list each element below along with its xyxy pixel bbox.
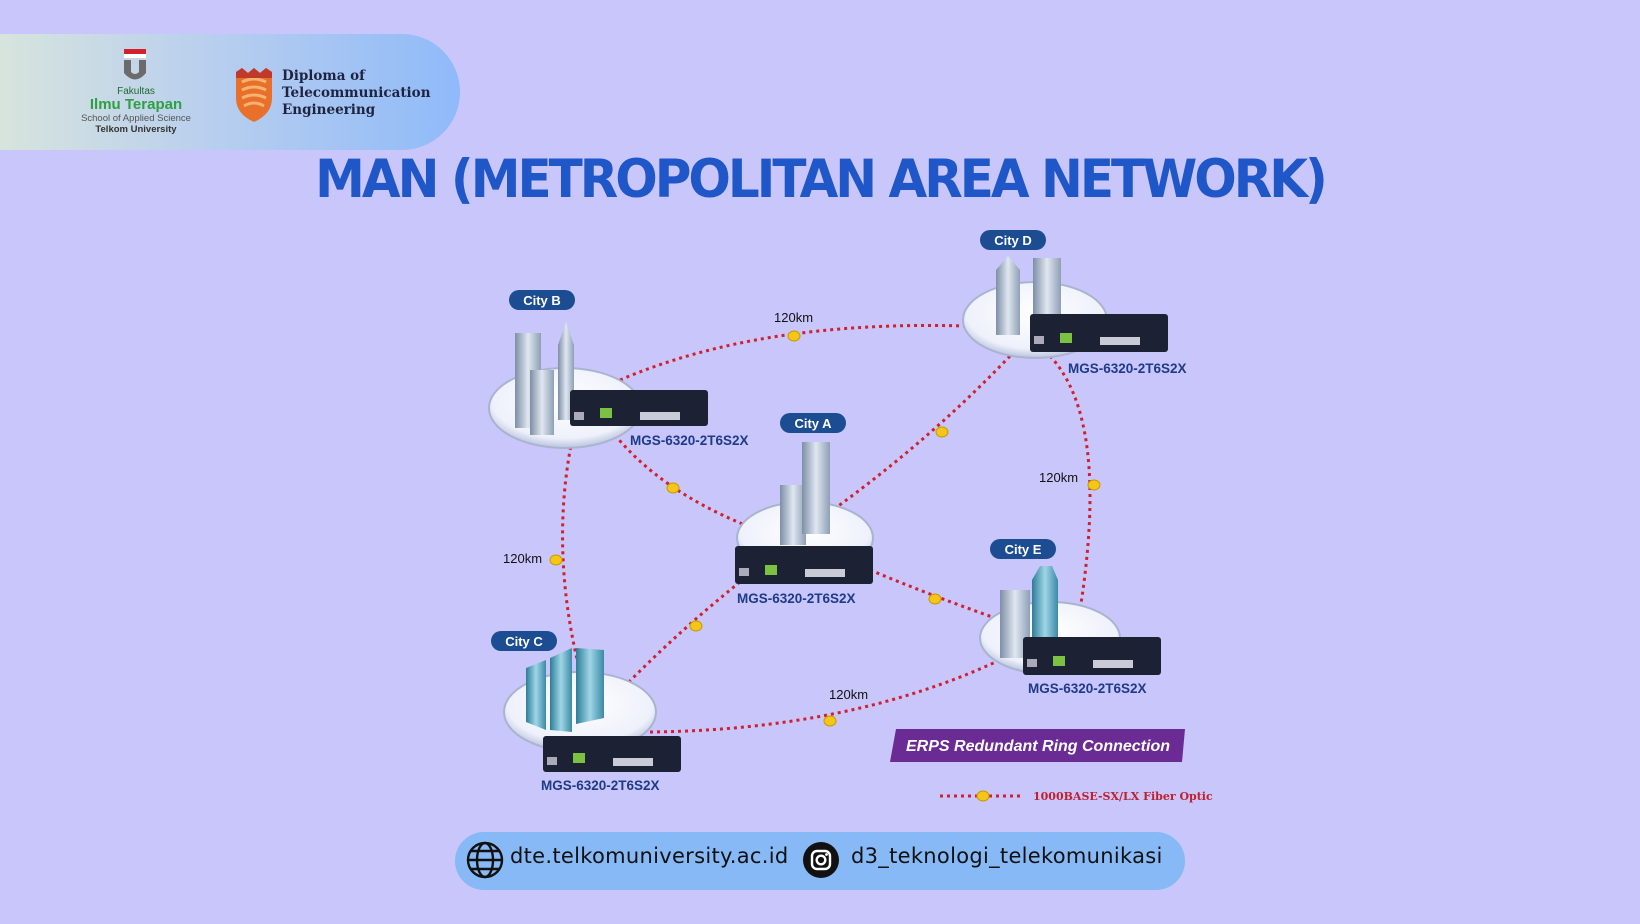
city-badge bbox=[491, 631, 557, 651]
building-icon bbox=[576, 648, 604, 724]
page-title: MAN (METROPOLITAN AREA NETWORK) bbox=[315, 148, 1328, 210]
building-icon bbox=[996, 256, 1020, 335]
connector-icon bbox=[666, 482, 680, 494]
city-badge bbox=[780, 413, 846, 433]
city-badge bbox=[509, 290, 575, 310]
device-model: MGS-6320-2T6S2X bbox=[541, 778, 660, 793]
program-line3: Engineering bbox=[282, 102, 376, 118]
connector-icon bbox=[549, 554, 563, 566]
node-city-c: City C MGS-6320-2T6S2X bbox=[491, 631, 681, 793]
node-city-a: City A MGS-6320-2T6S2X bbox=[735, 413, 874, 606]
building-icon bbox=[550, 648, 572, 732]
faculty-line3: School of Applied Science bbox=[81, 113, 191, 124]
switch-icon bbox=[1023, 637, 1161, 675]
device-model: MGS-6320-2T6S2X bbox=[1028, 681, 1147, 696]
connector-icon bbox=[1087, 479, 1101, 491]
legend: 1000BASE-SX/LX Fiber Optic bbox=[940, 790, 1213, 803]
building-icon bbox=[530, 370, 554, 435]
building-icon bbox=[802, 442, 830, 534]
program-line2: Telecommunication bbox=[282, 85, 431, 101]
ring-label: ERPS Redundant Ring Connection bbox=[906, 738, 1170, 755]
link-b-d bbox=[619, 323, 966, 382]
node-city-e: City E MGS-6320-2T6S2X bbox=[979, 539, 1161, 696]
connector-icon bbox=[787, 330, 801, 342]
faculty-line1: Fakultas bbox=[117, 86, 155, 97]
fiber-connectors bbox=[549, 330, 1101, 727]
link-d-a bbox=[829, 354, 1012, 514]
city-badge bbox=[980, 230, 1046, 250]
distance-label: 120km bbox=[774, 310, 813, 325]
link-d-e bbox=[1048, 354, 1092, 611]
globe-icon bbox=[466, 841, 504, 879]
program-logo-text: Diploma of Telecommunication Engineering bbox=[282, 68, 431, 119]
website-link[interactable]: dte.telkomuniversity.ac.id bbox=[510, 844, 789, 868]
building-icon bbox=[526, 660, 546, 730]
switch-icon bbox=[1030, 314, 1168, 352]
faculty-line4: Telkom University bbox=[95, 124, 177, 135]
city-name: City D bbox=[994, 233, 1032, 248]
link-a-c bbox=[623, 580, 741, 688]
device-model: MGS-6320-2T6S2X bbox=[1068, 361, 1187, 376]
instagram-icon bbox=[803, 842, 839, 878]
node-city-d: City D MGS-6320-2T6S2X bbox=[962, 230, 1187, 376]
faculty-logo-text: Fakultas Ilmu Terapan School of Applied … bbox=[70, 86, 202, 135]
connector-icon bbox=[976, 790, 990, 802]
legend-label: 1000BASE-SX/LX Fiber Optic bbox=[1033, 790, 1213, 803]
node-city-b: City B MGS-6320-2T6S2X bbox=[488, 290, 749, 449]
switch-icon bbox=[570, 390, 708, 426]
device-model: MGS-6320-2T6S2X bbox=[737, 591, 856, 606]
program-line1: Diploma of bbox=[282, 68, 365, 84]
erps-ring-badge: ERPS Redundant Ring Connection bbox=[890, 729, 1185, 762]
distance-label: 120km bbox=[1039, 470, 1078, 485]
telkom-university-emblem bbox=[124, 49, 146, 80]
link-b-a bbox=[613, 434, 746, 527]
city-badge bbox=[990, 539, 1056, 559]
city-name: City B bbox=[523, 293, 561, 308]
switch-icon bbox=[543, 736, 681, 772]
distance-label: 120km bbox=[503, 551, 542, 566]
connector-icon bbox=[935, 426, 949, 438]
building-icon bbox=[1032, 566, 1058, 650]
header-logo-banner bbox=[0, 34, 460, 150]
distance-label: 120km bbox=[829, 687, 868, 702]
instagram-handle[interactable]: d3_teknologi_telekomunikasi bbox=[851, 844, 1163, 868]
city-name: City A bbox=[794, 416, 832, 431]
building-icon bbox=[780, 485, 806, 545]
program-shield-logo bbox=[236, 68, 272, 122]
switch-icon bbox=[735, 546, 873, 584]
connector-icon bbox=[928, 593, 942, 605]
city-name: City C bbox=[505, 634, 543, 649]
link-c-e bbox=[649, 658, 1001, 734]
device-model: MGS-6320-2T6S2X bbox=[630, 433, 749, 448]
city-name: City E bbox=[1005, 542, 1042, 557]
connector-icon bbox=[823, 715, 837, 727]
connector-icon bbox=[689, 620, 703, 632]
faculty-line2: Ilmu Terapan bbox=[89, 96, 183, 113]
